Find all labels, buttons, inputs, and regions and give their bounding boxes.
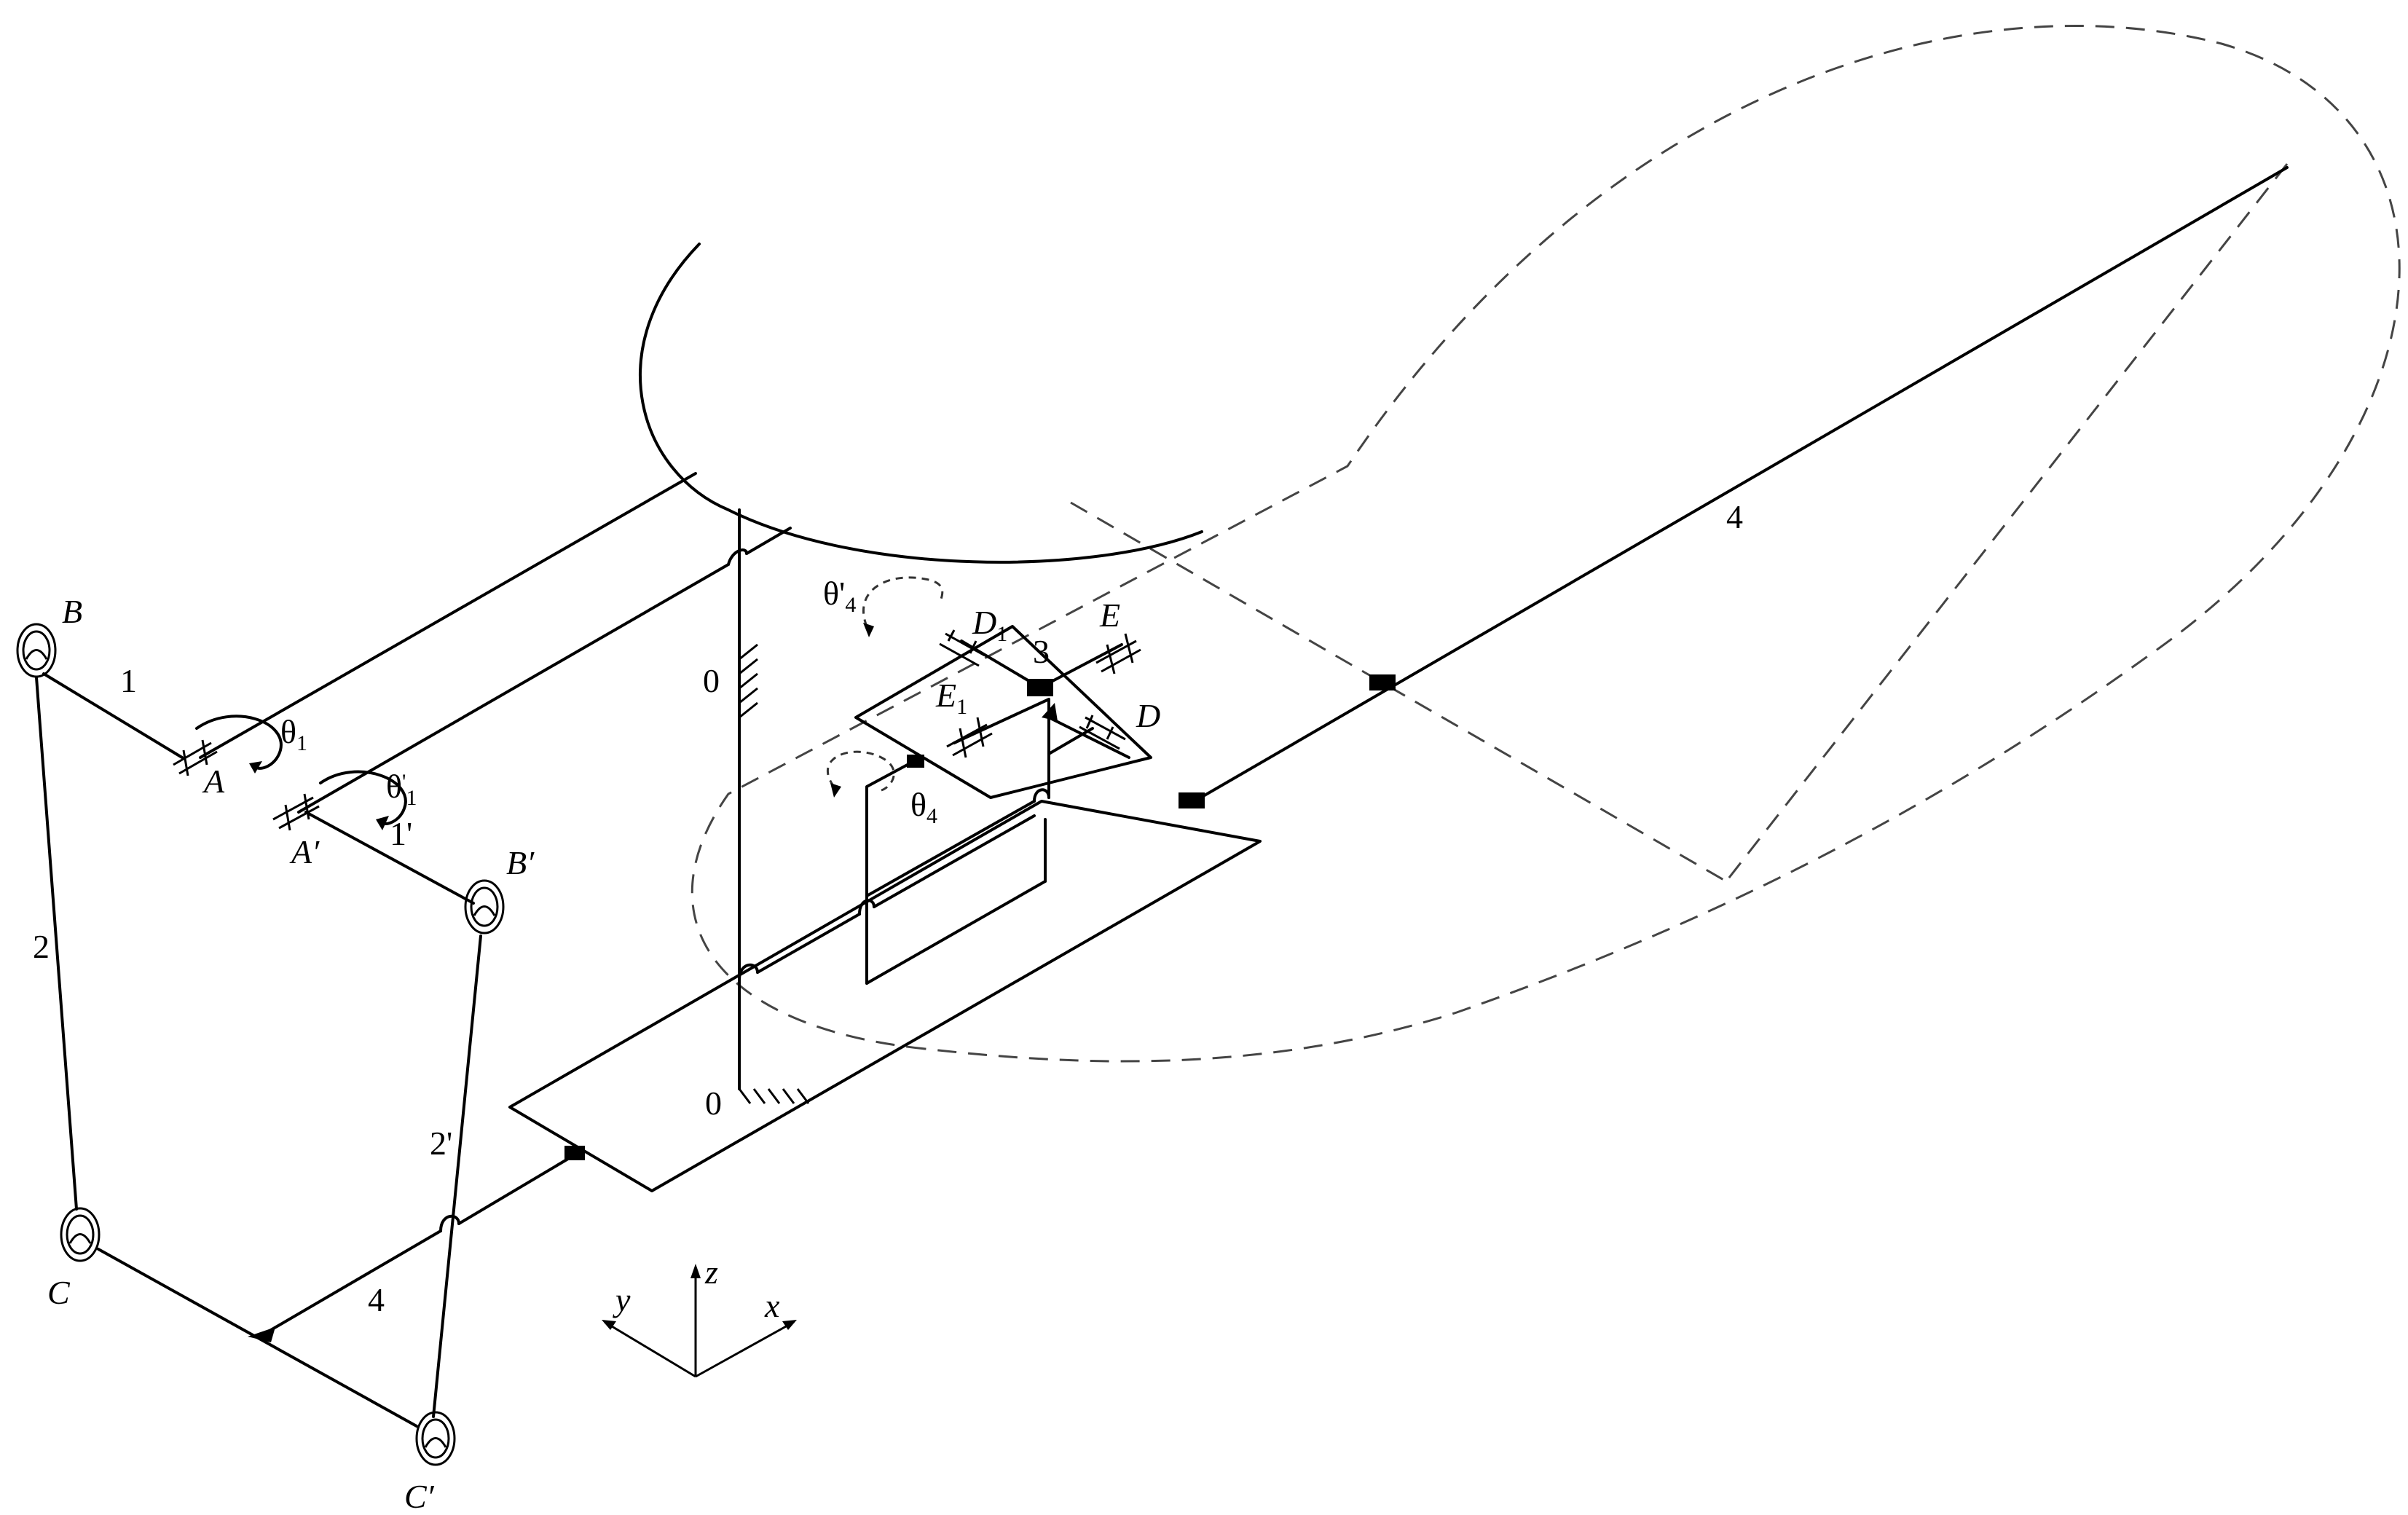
inner-frame-mid	[865, 800, 1036, 897]
label-ground-upper: 0	[703, 662, 720, 699]
theta4-arrowhead	[830, 783, 841, 798]
ball-joint-B-prime	[464, 879, 505, 934]
plate-link-2	[873, 814, 1036, 908]
link-1	[42, 672, 184, 759]
link-1-prime	[304, 811, 475, 905]
ball-joint-C-prime	[415, 1411, 456, 1466]
upper-plate	[854, 625, 1152, 799]
label-ground-lower: 0	[705, 1085, 722, 1122]
label-theta1: θ1	[280, 713, 307, 755]
label-link-1-prime: 1'	[390, 815, 412, 852]
rotor-disc-arc	[639, 243, 1203, 564]
sweep-envelope-dashed	[690, 24, 2401, 1063]
ball-joint-C	[60, 1207, 101, 1262]
label-theta1-prime: θ'1	[386, 768, 417, 810]
label-E1: E1	[935, 677, 967, 719]
label-E: E	[1099, 597, 1120, 634]
link-4-lower	[264, 1229, 442, 1334]
ground-hatch-lower	[738, 1088, 810, 1104]
label-D: D	[1136, 697, 1160, 734]
label-D1: D1	[972, 604, 1007, 646]
crossover-4	[1033, 788, 1050, 803]
label-link-3: 3	[1033, 633, 1050, 670]
label-C-prime: C′	[404, 1478, 435, 1515]
coordinate-axes	[602, 1264, 797, 1378]
inner-frame-bottom	[865, 880, 1047, 985]
ball-joint-B	[16, 623, 57, 678]
inner-frame	[865, 760, 916, 985]
crossover-5	[439, 1214, 460, 1232]
theta4-arrow	[827, 750, 895, 792]
bearing-A-prime	[272, 793, 320, 831]
crossover-1	[727, 548, 748, 566]
shaft-A-prime-upper	[745, 527, 792, 555]
link-3-to-arm	[1047, 727, 1094, 755]
theta1-arrowhead	[249, 761, 262, 774]
label-theta4-prime: θ'4	[823, 575, 856, 617]
joint-block-upper	[1369, 674, 1396, 690]
label-axis-y: y	[613, 1281, 631, 1318]
link-D-arm	[1047, 716, 1130, 759]
bearing-D1	[939, 629, 985, 667]
link-4-lower-b	[457, 1153, 577, 1225]
theta1p-arrow	[319, 770, 407, 825]
bearing-E1	[946, 717, 993, 758]
bearing-A	[173, 739, 218, 776]
label-A-prime: A′	[289, 833, 320, 870]
label-link-4-upper: 4	[1726, 498, 1743, 535]
link-2-prime	[432, 934, 482, 1418]
theta1-arrow	[195, 715, 283, 770]
crossover-2	[738, 963, 759, 981]
shaft-A-prime	[297, 563, 730, 814]
theta1p-arrowhead	[376, 816, 389, 830]
joint-triangle-lower	[248, 1327, 275, 1342]
bearing-D	[1079, 715, 1126, 750]
label-axis-z: z	[704, 1254, 718, 1291]
label-link-4-lower: 4	[368, 1281, 385, 1318]
label-link-2-prime: 2'	[430, 1125, 452, 1162]
label-axis-x: x	[764, 1287, 780, 1324]
shaft-A	[199, 472, 697, 759]
joint-block-plate	[907, 755, 924, 768]
link-2	[35, 676, 78, 1211]
label-link-2: 2	[33, 928, 50, 965]
envelope-diagonal-2	[1725, 163, 2289, 882]
bearing-E	[1095, 633, 1141, 674]
label-B-prime: B′	[506, 844, 535, 881]
base-plate	[508, 800, 1262, 1192]
label-link-1: 1	[120, 662, 137, 699]
label-C: C	[47, 1274, 71, 1311]
theta4p-arrow	[862, 576, 944, 627]
theta4p-arrowhead	[863, 623, 874, 637]
joint-block-mid	[1179, 792, 1205, 808]
joint-triangle	[1042, 703, 1058, 721]
envelope-diagonal-1	[1070, 501, 1727, 883]
label-B: B	[62, 593, 82, 630]
link-4-long-arm	[1193, 166, 2289, 803]
label-A: A	[202, 763, 225, 800]
plate-link-1	[756, 913, 861, 974]
ground-hatch-upper	[739, 643, 758, 719]
link-E1-arm	[953, 698, 1050, 744]
label-theta4: θ4	[910, 786, 937, 828]
